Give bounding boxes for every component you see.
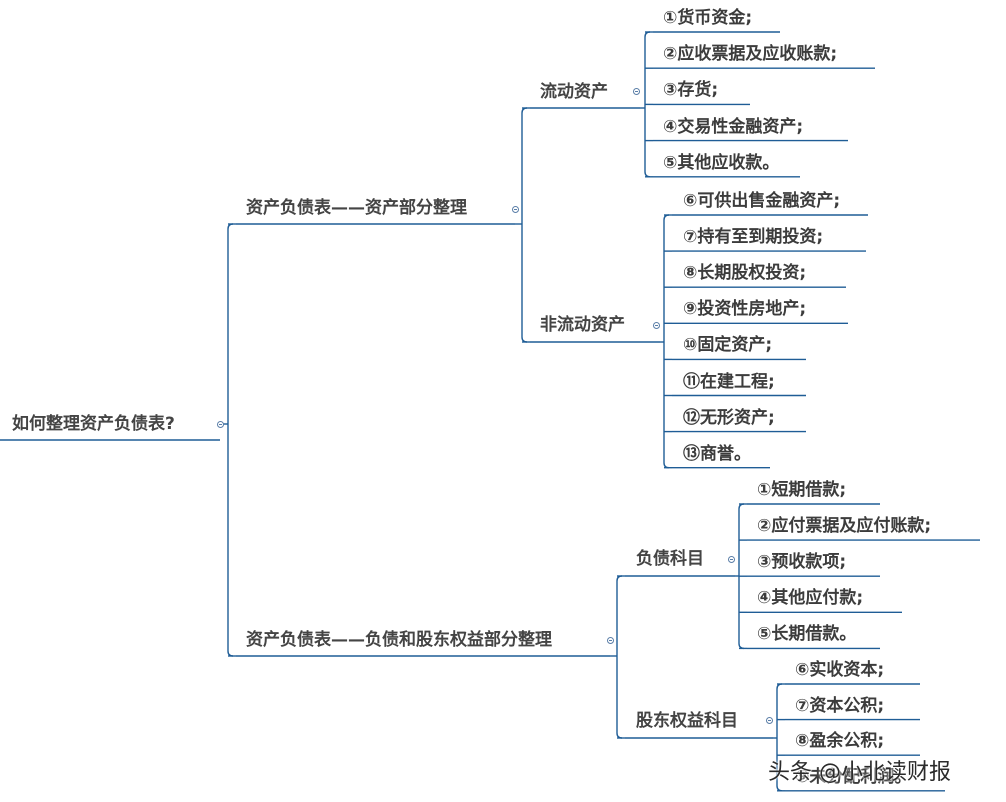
leaf-item[interactable]: ⑦资本公积; xyxy=(795,695,885,716)
leaf-item[interactable]: ⑫无形资产; xyxy=(683,407,775,428)
group-collapse-toggle-4[interactable] xyxy=(766,717,773,724)
group-collapse-toggle-2[interactable] xyxy=(653,322,660,329)
leaf-item[interactable]: ⑨未分配利润。 xyxy=(795,766,912,787)
watermark: 头条 @小北读财报 xyxy=(768,760,951,785)
section-title-1[interactable]: 资产负债表——资产部分整理 xyxy=(246,198,467,218)
group-title-3[interactable]: 负债科目 xyxy=(636,549,704,569)
leaf-item[interactable]: ①短期借款; xyxy=(757,480,847,500)
leaf-item[interactable]: ⑦持有至到期投资; xyxy=(683,227,824,248)
group-collapse-toggle-3[interactable] xyxy=(728,556,735,563)
leaf-item[interactable]: ③预收款项; xyxy=(757,552,847,573)
group-title-2[interactable]: 非流动资产 xyxy=(540,315,625,335)
group-title-4[interactable]: 股东权益科目 xyxy=(636,711,738,731)
leaf-item[interactable]: ⑥可供出售金融资产; xyxy=(683,191,841,211)
leaf-item[interactable]: ④其他应付款; xyxy=(757,588,864,609)
group-collapse-toggle-1[interactable] xyxy=(633,88,640,95)
leaf-item[interactable]: ⑤长期借款。 xyxy=(757,624,857,645)
leaf-item[interactable]: ⑧长期股权投资; xyxy=(683,263,807,284)
root-node[interactable]: 如何整理资产负债表? xyxy=(12,414,175,434)
root-collapse-toggle[interactable] xyxy=(217,421,224,428)
group-title-1[interactable]: 流动资产 xyxy=(540,82,608,102)
leaf-item[interactable]: ⑩固定资产; xyxy=(683,335,773,356)
leaf-item[interactable]: ⑨投资性房地产; xyxy=(683,299,807,320)
leaf-item[interactable]: ②应收票据及应收账款; xyxy=(663,44,838,65)
leaf-item[interactable]: ⑧盈余公积; xyxy=(795,731,885,752)
leaf-item[interactable]: ③存货; xyxy=(663,80,719,101)
leaf-item[interactable]: ⑤其他应收款。 xyxy=(663,152,780,173)
leaf-item[interactable]: ④交易性金融资产; xyxy=(663,116,804,137)
section-title-2[interactable]: 资产负债表——负债和股东权益部分整理 xyxy=(246,630,552,650)
leaf-item[interactable]: ⑪在建工程; xyxy=(683,371,775,392)
leaf-item[interactable]: ⑥实收资本; xyxy=(795,660,885,680)
leaf-item[interactable]: ①货币资金; xyxy=(663,8,753,28)
leaf-item[interactable]: ⑬商誉。 xyxy=(683,443,751,464)
leaf-item[interactable]: ②应付票据及应付账款; xyxy=(757,516,932,537)
section-collapse-toggle-2[interactable] xyxy=(607,637,614,644)
section-collapse-toggle-1[interactable] xyxy=(512,206,519,213)
